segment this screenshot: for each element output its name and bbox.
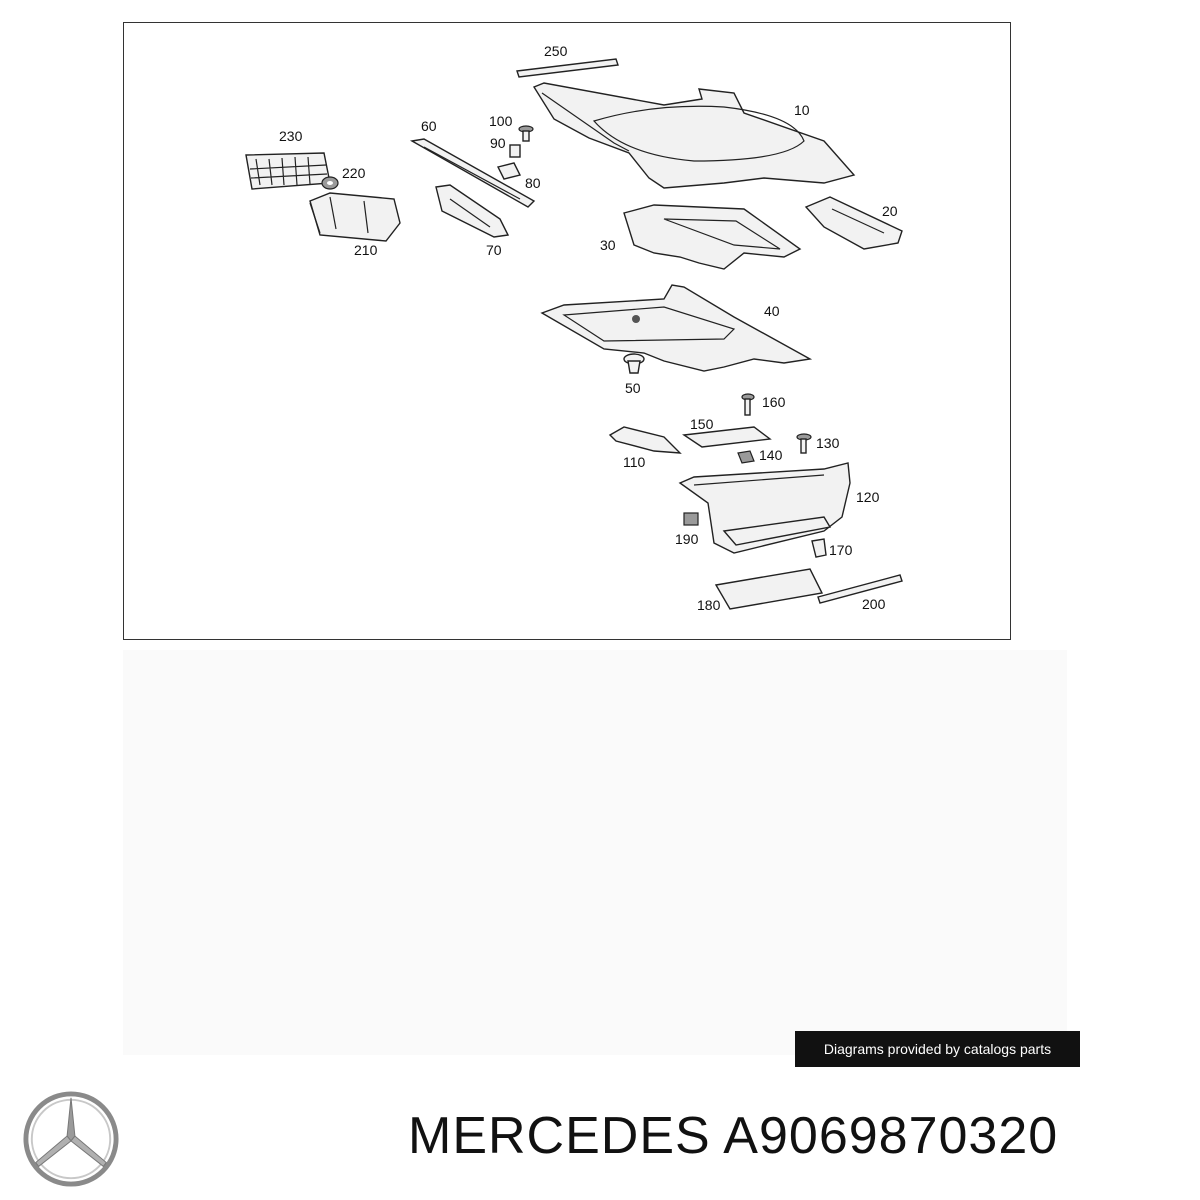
part-200[interactable] (817, 574, 903, 604)
exploded-parts-diagram: 250 10 230 60 100 90 220 80 20 210 70 30… (245, 43, 903, 613)
callout-180: 180 (697, 597, 721, 613)
callout-200: 200 (862, 596, 886, 612)
blank-panel (123, 650, 1067, 1055)
callout-160: 160 (762, 394, 786, 410)
part-180[interactable] (714, 568, 824, 610)
part-160[interactable] (741, 393, 755, 416)
part-30[interactable] (623, 204, 802, 270)
callout-210: 210 (354, 242, 378, 258)
part-170[interactable] (811, 538, 827, 558)
part-10[interactable] (532, 82, 856, 189)
part-210[interactable] (309, 192, 401, 242)
callout-40: 40 (764, 303, 780, 319)
brand-part-number-title: MERCEDES A9069870320 (408, 1106, 1058, 1166)
part-100[interactable] (518, 125, 534, 142)
callout-70: 70 (486, 242, 502, 258)
part-250[interactable] (516, 58, 619, 78)
callout-30: 30 (600, 237, 616, 253)
parts-diagram-frame: 250 10 230 60 100 90 220 80 20 210 70 30… (123, 22, 1011, 640)
callout-130: 130 (816, 435, 840, 451)
callout-50: 50 (625, 380, 641, 396)
callout-150: 150 (690, 416, 714, 432)
callout-170: 170 (829, 542, 853, 558)
part-230[interactable] (245, 152, 331, 190)
callout-230: 230 (279, 128, 303, 144)
callout-100: 100 (489, 113, 513, 129)
part-140[interactable] (737, 450, 755, 464)
callout-10: 10 (794, 102, 810, 118)
callout-190: 190 (675, 531, 699, 547)
callout-80: 80 (525, 175, 541, 191)
part-130[interactable] (796, 433, 812, 454)
callout-250: 250 (544, 43, 568, 59)
part-60[interactable] (409, 138, 536, 208)
callout-20: 20 (882, 203, 898, 219)
part-110[interactable] (608, 426, 682, 454)
callout-110: 110 (623, 454, 646, 470)
callout-90: 90 (490, 135, 506, 151)
part-50[interactable] (623, 353, 645, 374)
callout-220: 220 (342, 165, 366, 181)
callout-60: 60 (421, 118, 437, 134)
part-220[interactable] (321, 176, 339, 190)
part-20[interactable] (804, 196, 903, 250)
part-150[interactable] (682, 426, 772, 448)
part-120[interactable] (678, 462, 851, 554)
part-190[interactable] (683, 512, 699, 526)
part-70[interactable] (435, 184, 510, 238)
part-40[interactable] (540, 284, 813, 372)
callout-140: 140 (759, 447, 783, 463)
part-90[interactable] (509, 144, 521, 158)
part-80[interactable] (496, 162, 522, 180)
callout-120: 120 (856, 489, 880, 505)
part-number: A9069870320 (723, 1107, 1059, 1165)
brand-name: MERCEDES (408, 1107, 711, 1165)
diagram-credit-badge: Diagrams provided by catalogs parts (795, 1031, 1080, 1067)
mercedes-star-icon (23, 1091, 119, 1187)
